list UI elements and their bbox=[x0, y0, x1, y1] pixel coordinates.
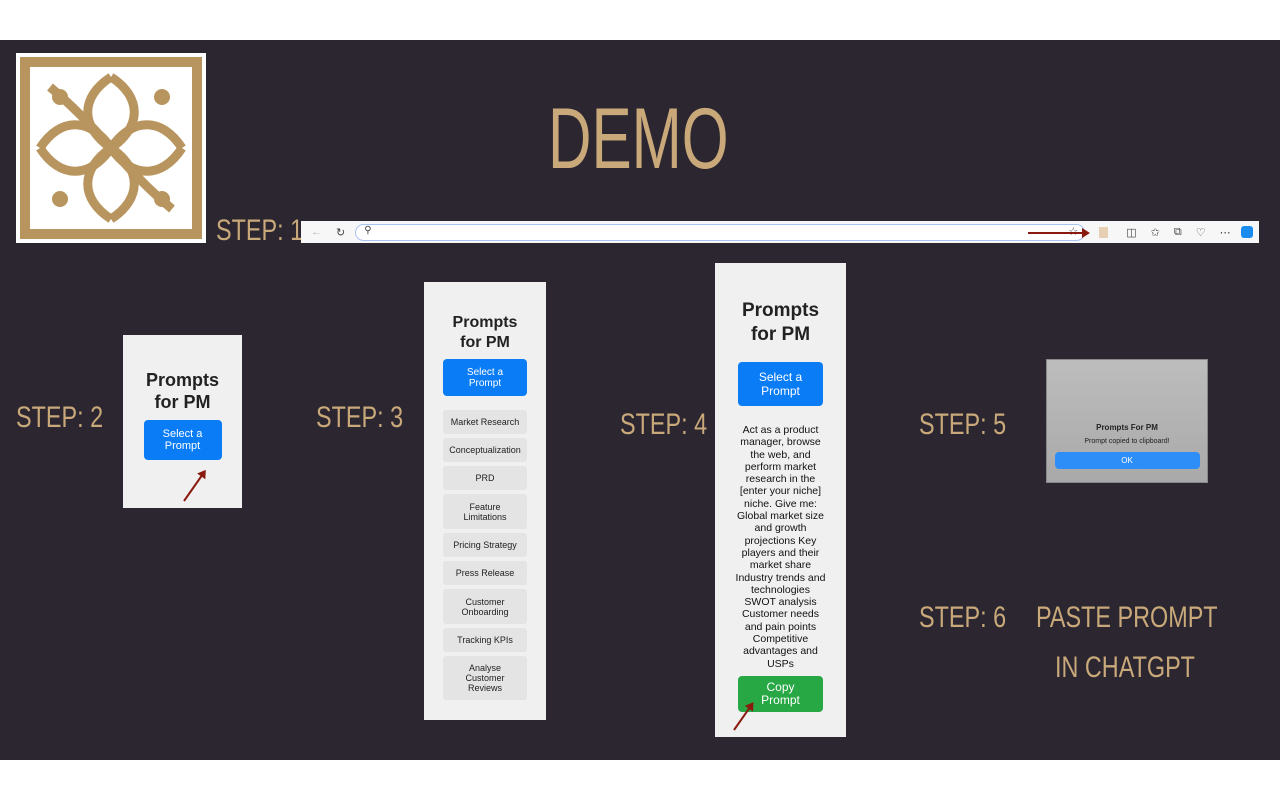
celtic-knot-logo-icon bbox=[20, 57, 202, 239]
step-2-label: STEP: 2 bbox=[16, 401, 104, 434]
popup-title: Prompts bbox=[452, 314, 518, 331]
copilot-icon[interactable] bbox=[1240, 226, 1253, 238]
prompt-option[interactable]: Customer Onboarding bbox=[443, 589, 527, 624]
paste-instruction-line2: IN CHATGPT bbox=[1055, 651, 1195, 684]
page-title: DEMO bbox=[548, 91, 729, 187]
demo-slide: DEMO STEP: 1 ← ↻ ⚲ ☆ ◫ ✩ ⧉ ♡ ⋯ STEP: 2 P… bbox=[0, 40, 1280, 760]
select-line2: Prompt bbox=[761, 384, 800, 398]
favorite-star-icon[interactable]: ☆ bbox=[1068, 225, 1078, 238]
popup-title: Prompts bbox=[741, 300, 820, 321]
popup-title: Prompts bbox=[145, 370, 219, 390]
browser-essentials-icon[interactable]: ♡ bbox=[1195, 226, 1206, 239]
reload-icon[interactable]: ↻ bbox=[336, 226, 346, 239]
address-bar[interactable]: ⚲ ☆ bbox=[355, 223, 1086, 241]
prompt-option[interactable]: Pricing Strategy bbox=[443, 533, 527, 557]
copy-line2: Prompt bbox=[761, 692, 800, 707]
step-3-label: STEP: 3 bbox=[316, 401, 404, 434]
select-line1: Select a bbox=[162, 428, 203, 440]
prompt-option[interactable]: Press Release bbox=[443, 561, 527, 585]
step-6-label: STEP: 6 bbox=[919, 601, 1007, 634]
collections-icon[interactable]: ⧉ bbox=[1173, 225, 1182, 238]
prompt-option[interactable]: Tracking KPIs bbox=[443, 628, 527, 652]
popup-title-line2: for PM bbox=[750, 324, 811, 345]
logo bbox=[16, 53, 206, 243]
prompt-option[interactable]: Feature Limitations bbox=[443, 494, 527, 529]
prompt-option[interactable]: PRD bbox=[443, 466, 527, 490]
prompt-option[interactable]: Conceptualization bbox=[443, 438, 527, 462]
clipboard-dialog: Prompts For PM Prompt copied to clipboar… bbox=[1046, 359, 1208, 483]
dialog-title: Prompts For PM bbox=[1096, 423, 1158, 432]
pointer-arrow bbox=[1028, 228, 1090, 238]
split-screen-icon[interactable]: ◫ bbox=[1126, 226, 1137, 239]
dialog-message: Prompt copied to clipboard! bbox=[1084, 438, 1170, 445]
select-line1: Select a bbox=[466, 366, 504, 378]
prompt-text: Act as a product manager, browse the web… bbox=[735, 424, 826, 670]
search-icon: ⚲ bbox=[364, 224, 372, 236]
popup-title-line2: for PM bbox=[460, 334, 510, 351]
step-5-label: STEP: 5 bbox=[919, 408, 1007, 441]
select-line1: Select a bbox=[758, 370, 803, 384]
step-1-label: STEP: 1 bbox=[216, 214, 304, 247]
ok-button[interactable]: OK bbox=[1054, 452, 1200, 469]
step-4-label: STEP: 4 bbox=[620, 408, 708, 441]
select-line2: Prompt bbox=[468, 377, 502, 389]
favorites-icon[interactable]: ✩ bbox=[1150, 226, 1160, 239]
extension-icon[interactable] bbox=[1099, 226, 1109, 238]
more-icon[interactable]: ⋯ bbox=[1219, 226, 1231, 239]
back-icon[interactable]: ← bbox=[311, 226, 322, 238]
copy-line1: Copy bbox=[766, 679, 795, 694]
browser-toolbar: ← ↻ ⚲ ☆ ◫ ✩ ⧉ ♡ ⋯ bbox=[301, 221, 1259, 243]
select-line2: Prompt bbox=[164, 440, 201, 452]
prompt-option[interactable]: Market Research bbox=[443, 410, 527, 434]
paste-instruction-line1: PASTE PROMPT bbox=[1036, 601, 1218, 634]
prompt-option[interactable]: Analyse Customer Reviews bbox=[443, 656, 527, 700]
popup-title-line2: for PM bbox=[154, 392, 211, 412]
